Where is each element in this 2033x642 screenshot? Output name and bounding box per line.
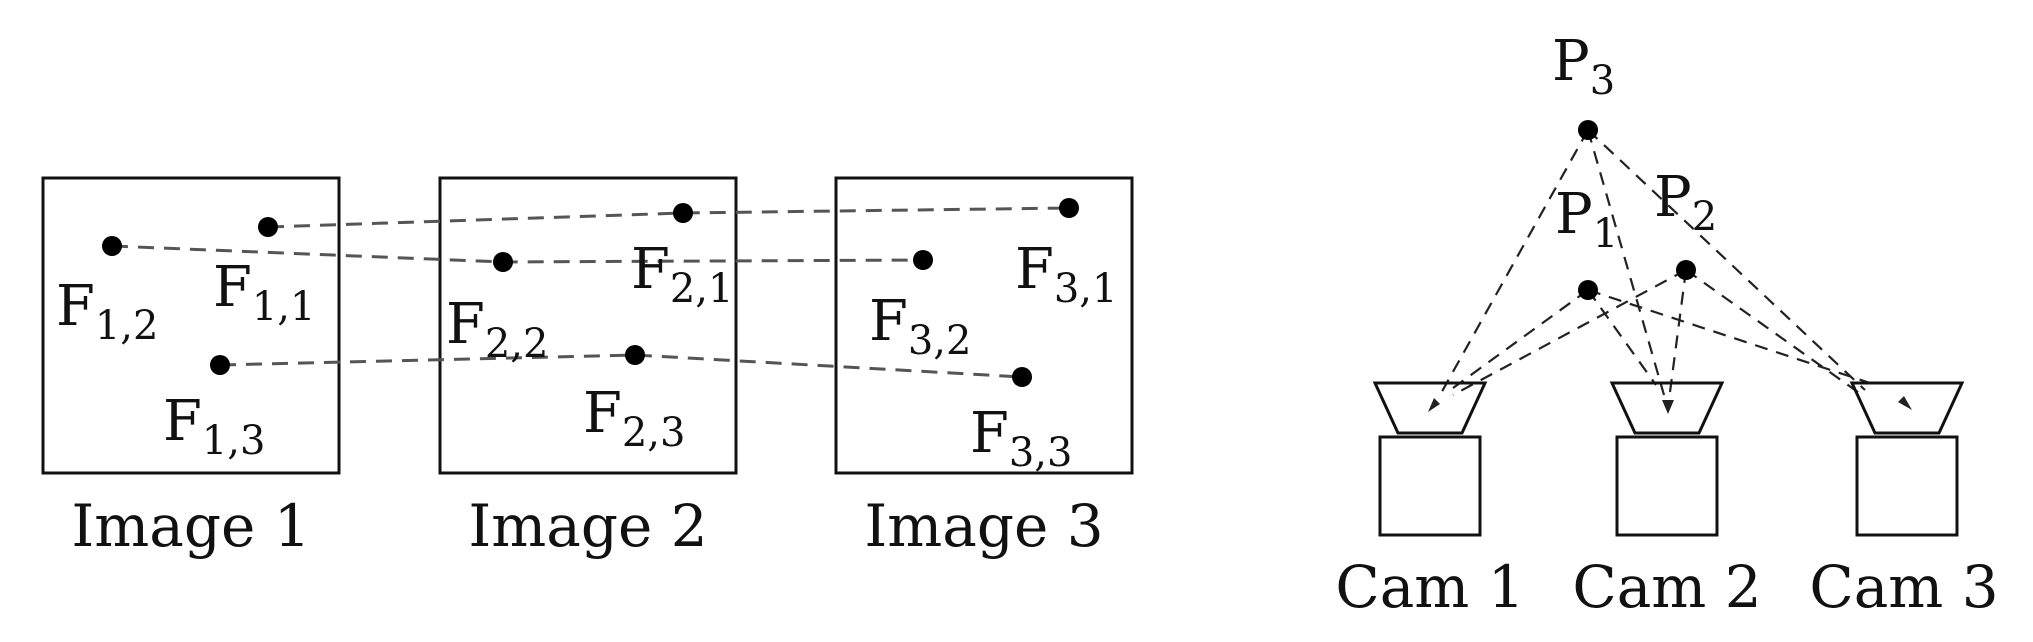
feature-point-f22 xyxy=(493,252,513,272)
ray-p2-cam2 xyxy=(1668,269,1688,393)
camera-1-caption: Cam 1 xyxy=(1335,553,1524,621)
feature-label-f31: F3,1 xyxy=(1015,237,1117,312)
arrowhead-cam1 xyxy=(1428,398,1440,412)
point-p2 xyxy=(1676,260,1696,280)
camera-1-lens xyxy=(1372,381,1488,435)
camera-3-caption: Cam 3 xyxy=(1809,553,1998,621)
camera-captions: Cam 1 Cam 2 Cam 3 xyxy=(1335,553,1998,621)
ray-arrowheads xyxy=(1428,396,1912,414)
ray-p3-cam1 xyxy=(1439,129,1589,396)
feature-label-f12: F1,2 xyxy=(56,274,158,349)
feature-label-f13: F1,3 xyxy=(163,389,265,464)
ray-p1-cam1 xyxy=(1452,289,1589,389)
ray-p1-cam3 xyxy=(1587,288,1871,385)
camera-3-body xyxy=(1855,435,1959,537)
image-frames xyxy=(41,176,1134,475)
ray-p3-cam3 xyxy=(1587,129,1866,391)
image-3-frame xyxy=(834,176,1134,475)
feature-point-f13 xyxy=(210,355,230,375)
projection-rays xyxy=(1439,129,1871,396)
image-captions: Image 1 Image 2 Image 3 xyxy=(71,492,1103,560)
point-p1 xyxy=(1578,280,1598,300)
image-3-caption: Image 3 xyxy=(864,492,1103,560)
feature-label-f33: F3,3 xyxy=(970,401,1072,476)
feature-point-f32 xyxy=(913,250,933,270)
ray-p3-cam2 xyxy=(1586,129,1666,396)
feature-label-f11: F1,1 xyxy=(213,255,315,330)
scene-point-labels: P3 P1 P2 xyxy=(1552,29,1717,257)
feature-label-f23: F2,3 xyxy=(583,381,685,456)
camera-1 xyxy=(1372,381,1488,537)
camera-2-body xyxy=(1615,435,1719,537)
arrowhead-cam2 xyxy=(1662,400,1674,414)
ray-p1-cam2 xyxy=(1587,289,1657,386)
image-1-frame xyxy=(41,176,341,475)
point-label-p1: P1 xyxy=(1555,182,1618,257)
camera-2-caption: Cam 2 xyxy=(1572,553,1761,621)
feature-point-f12 xyxy=(102,236,122,256)
camera-3 xyxy=(1849,381,1965,537)
image-2-caption: Image 2 xyxy=(468,492,707,560)
ray-p2-cam3 xyxy=(1685,269,1863,396)
camera-3-lens xyxy=(1849,381,1965,435)
point-label-p2: P2 xyxy=(1654,165,1717,240)
feature-point-f33 xyxy=(1012,367,1032,387)
camera-2-lens xyxy=(1609,381,1725,435)
track-line-f3 xyxy=(219,353,1023,379)
point-p3 xyxy=(1578,120,1598,140)
feature-points xyxy=(102,198,1079,387)
image-2-frame xyxy=(438,176,738,475)
camera-1-body xyxy=(1378,435,1482,537)
feature-labels: F1,1 F1,2 F1,3 F2,1 F2,2 F2,3 F3,1 F3,2 … xyxy=(56,237,1117,476)
scene-points xyxy=(1578,120,1696,300)
feature-label-f22: F2,2 xyxy=(446,292,548,367)
camera-2 xyxy=(1609,381,1725,537)
feature-point-f11 xyxy=(258,217,278,237)
point-label-p3: P3 xyxy=(1552,29,1615,104)
image-1-caption: Image 1 xyxy=(71,492,310,560)
feature-point-f31 xyxy=(1059,198,1079,218)
feature-point-f21 xyxy=(673,203,693,223)
feature-label-f21: F2,1 xyxy=(631,237,733,312)
ray-p2-cam1 xyxy=(1452,269,1687,396)
arrowhead-cam3 xyxy=(1898,396,1912,410)
feature-label-f32: F3,2 xyxy=(869,289,971,364)
feature-point-f23 xyxy=(625,345,645,365)
track-line-f1 xyxy=(267,206,1070,229)
